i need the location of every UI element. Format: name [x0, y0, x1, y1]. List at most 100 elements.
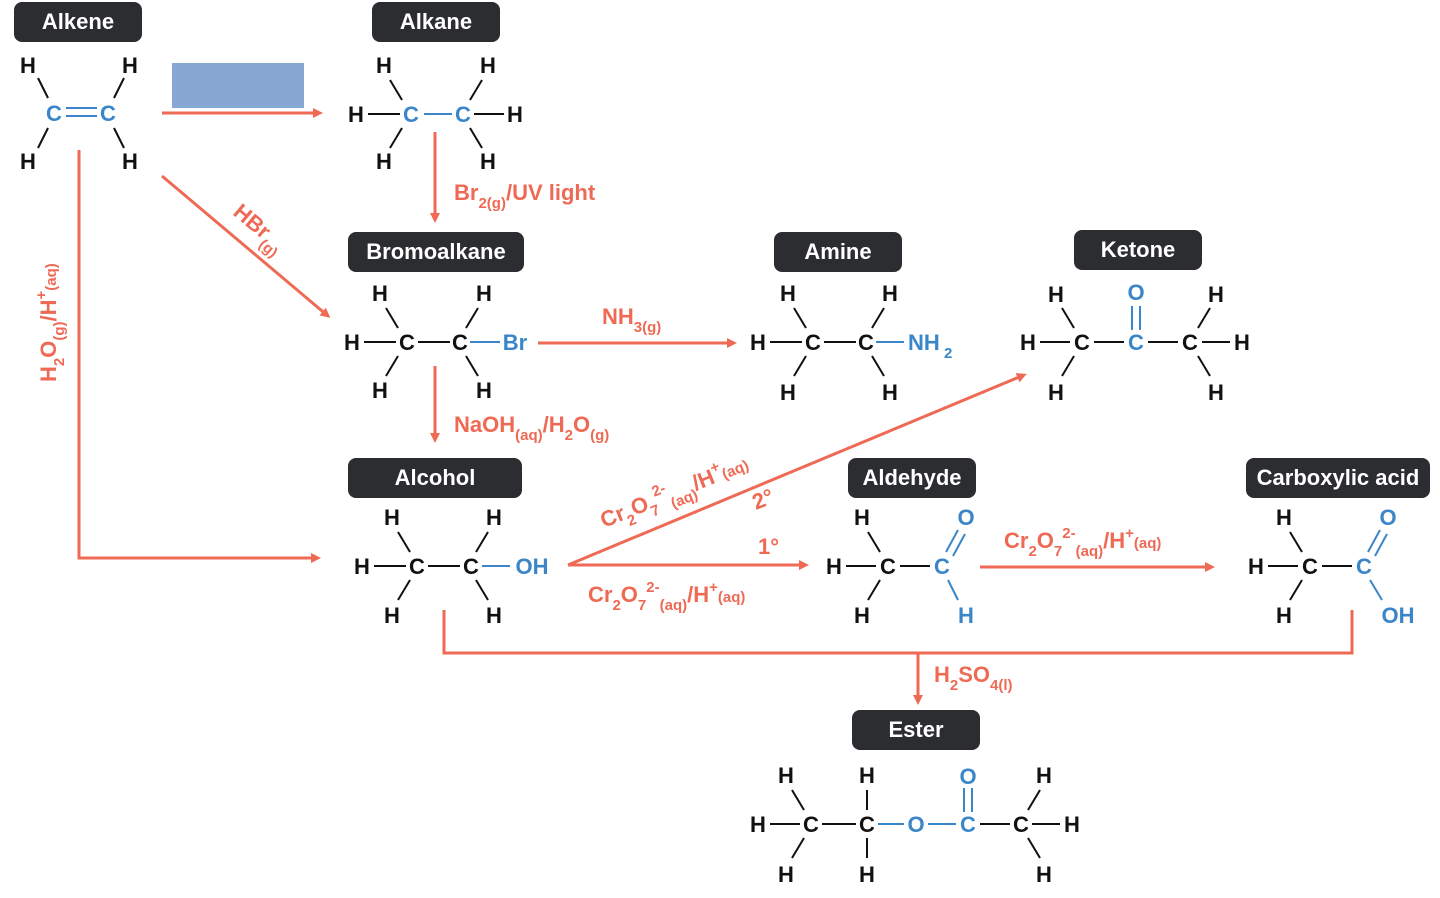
bromoalkane-structure: H C C Br H H H H [344, 281, 528, 403]
svg-text:H: H [122, 149, 138, 174]
svg-text:Br: Br [503, 330, 528, 355]
svg-text:H: H [376, 149, 392, 174]
reagent-br2-uv: Br2(g)/UV light [454, 180, 596, 212]
svg-text:C: C [803, 812, 819, 837]
svg-text:H: H [476, 378, 492, 403]
label-bromoalkane: Bromoalkane [348, 232, 524, 272]
ester-structure: H C C O C C H O H H H H H H [750, 763, 1080, 887]
svg-text:H: H [882, 281, 898, 306]
svg-text:O: O [1127, 280, 1144, 305]
svg-text:O: O [907, 812, 924, 837]
svg-text:H: H [372, 378, 388, 403]
svg-text:C: C [1074, 330, 1090, 355]
svg-text:C: C [455, 102, 471, 127]
svg-text:H: H [882, 380, 898, 405]
svg-text:C: C [1302, 554, 1318, 579]
svg-text:Ester: Ester [888, 717, 943, 742]
reagent-dichromate-1deg: Cr2O72-(aq)/H+(aq) [588, 579, 745, 614]
svg-text:OH: OH [1382, 603, 1415, 628]
svg-text:H: H [348, 102, 364, 127]
reagent-hbr: HBr(g) [224, 199, 290, 262]
svg-text:H: H [384, 505, 400, 530]
svg-text:H: H [122, 53, 138, 78]
label-alkane: Alkane [372, 2, 500, 42]
svg-text:C: C [1013, 812, 1029, 837]
hidden-reagent-box [172, 63, 304, 108]
svg-text:H: H [507, 102, 523, 127]
svg-text:H: H [1248, 554, 1264, 579]
svg-text:Ketone: Ketone [1101, 237, 1176, 262]
svg-text:H: H [486, 603, 502, 628]
reagent-dichromate-2deg: Cr2O72-(aq)/H+(aq) [595, 448, 754, 539]
svg-text:C: C [1128, 330, 1144, 355]
svg-text:OH: OH [516, 554, 549, 579]
svg-text:H: H [384, 603, 400, 628]
svg-text:H: H [1276, 603, 1292, 628]
svg-text:H: H [1276, 505, 1292, 530]
svg-text:Amine: Amine [804, 239, 871, 264]
aldehyde-structure: H C C O H H H [826, 505, 975, 628]
svg-text:C: C [46, 101, 62, 126]
svg-text:Alcohol: Alcohol [395, 465, 476, 490]
svg-text:Alkene: Alkene [42, 9, 114, 34]
svg-text:C: C [403, 102, 419, 127]
label-ketone: Ketone [1074, 230, 1202, 270]
svg-text:H: H [486, 505, 502, 530]
svg-text:H: H [854, 603, 870, 628]
alkene-structure: H H H H C C [20, 53, 138, 174]
svg-text:C: C [1356, 554, 1372, 579]
label-ester: Ester [852, 710, 980, 750]
svg-text:H: H [476, 281, 492, 306]
label-alcohol: Alcohol [348, 458, 522, 498]
reagent-naoh-h2o: NaOH(aq)/H2O(g) [454, 412, 609, 444]
svg-text:H: H [372, 281, 388, 306]
svg-text:C: C [452, 330, 468, 355]
arrow-alkene-to-alcohol [77, 150, 321, 563]
svg-text:H: H [958, 603, 974, 628]
reagent-dichromate-aldehyde: Cr2O72-(aq)/H+(aq) [1004, 525, 1161, 560]
svg-text:H: H [780, 380, 796, 405]
svg-text:H: H [480, 53, 496, 78]
svg-text:C: C [1182, 330, 1198, 355]
svg-text:Carboxylic acid: Carboxylic acid [1257, 465, 1420, 490]
svg-text:H: H [344, 330, 360, 355]
label-amine: Amine [774, 232, 902, 272]
svg-text:O: O [1379, 505, 1396, 530]
svg-text:H: H [859, 862, 875, 887]
ketone-structure: H C C C H O H H H H [1020, 280, 1250, 405]
svg-text:2: 2 [944, 345, 952, 362]
svg-text:H: H [778, 862, 794, 887]
reagent-h2o-h: H2O(g)/H+(aq) [33, 263, 68, 382]
svg-text:H: H [1048, 282, 1064, 307]
svg-text:H: H [854, 505, 870, 530]
svg-text:C: C [934, 554, 950, 579]
svg-text:C: C [399, 330, 415, 355]
svg-text:H: H [354, 554, 370, 579]
svg-text:Aldehyde: Aldehyde [862, 465, 961, 490]
alkane-structure: H C C H H H H H [348, 53, 523, 174]
ester-formation-connector [442, 610, 1354, 655]
svg-text:H: H [1208, 282, 1224, 307]
svg-text:H: H [20, 149, 36, 174]
svg-text:C: C [463, 554, 479, 579]
svg-text:H: H [20, 53, 36, 78]
svg-text:C: C [100, 101, 116, 126]
svg-text:H: H [826, 554, 842, 579]
svg-text:C: C [805, 330, 821, 355]
label-alkene: Alkene [14, 2, 142, 42]
svg-text:H: H [750, 812, 766, 837]
label-aldehyde: Aldehyde [848, 458, 976, 498]
svg-text:H: H [1036, 763, 1052, 788]
svg-text:C: C [858, 330, 874, 355]
svg-text:C: C [859, 812, 875, 837]
svg-text:H: H [480, 149, 496, 174]
label-carboxylic-acid: Carboxylic acid [1246, 458, 1430, 498]
svg-text:O: O [957, 505, 974, 530]
svg-text:H: H [859, 763, 875, 788]
svg-text:O: O [959, 764, 976, 789]
svg-text:H: H [1208, 380, 1224, 405]
arrow-alkene-to-bromoalkane [161, 174, 331, 318]
svg-text:H: H [376, 53, 392, 78]
reagent-h2so4: H2SO4(l) [934, 662, 1013, 694]
